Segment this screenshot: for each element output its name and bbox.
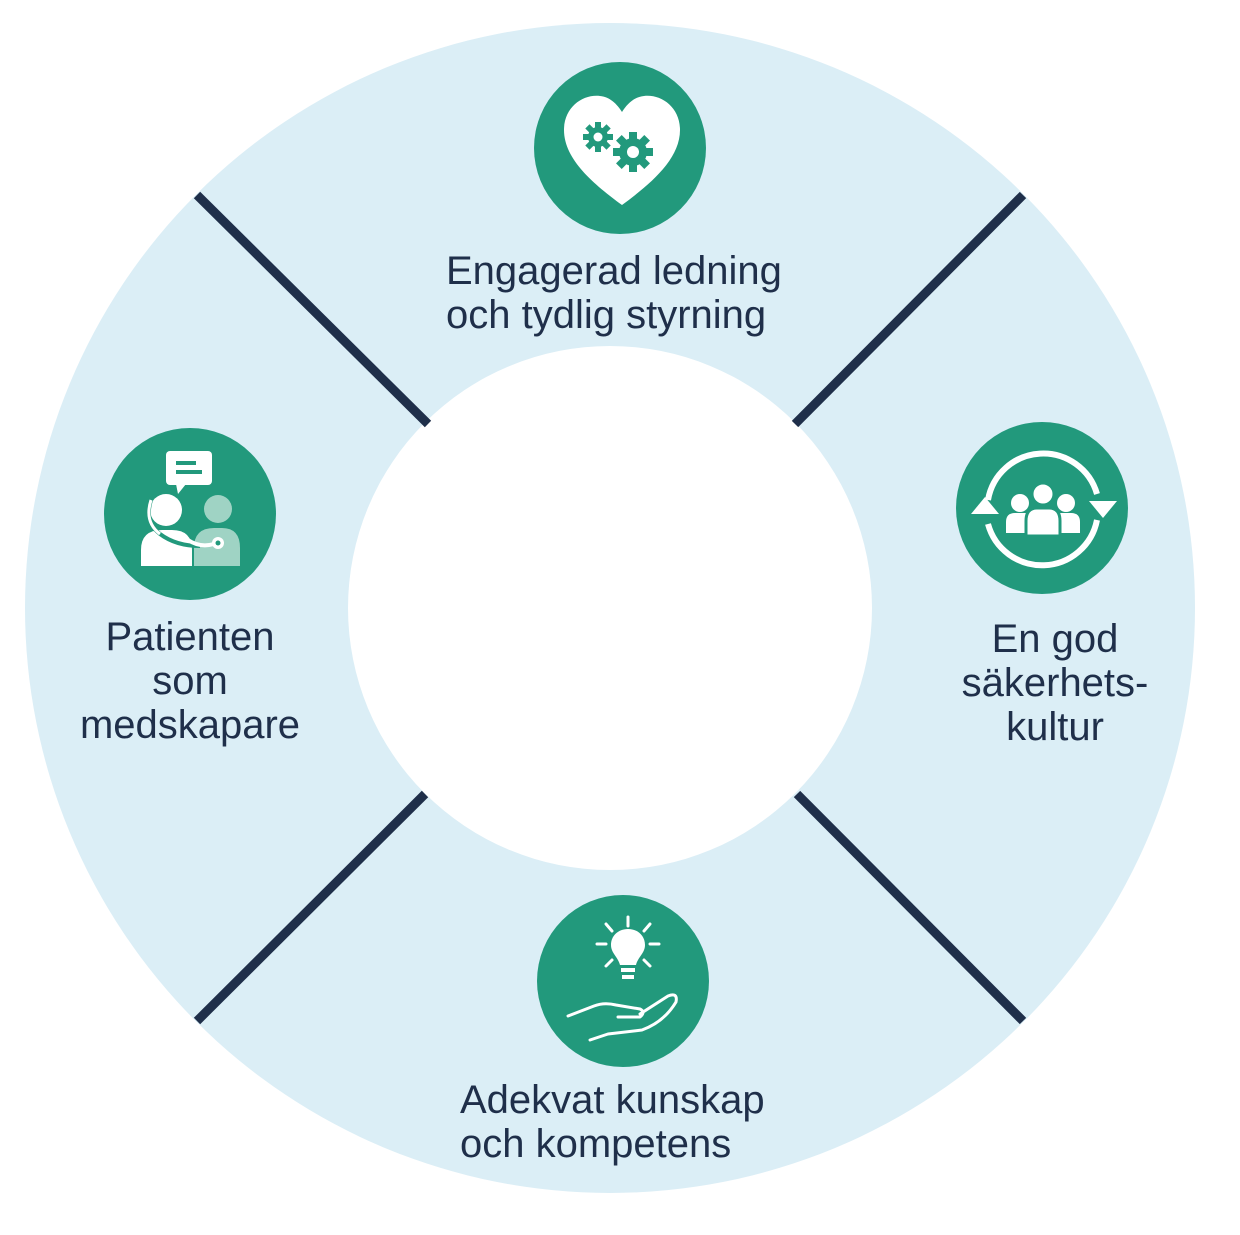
label-line: och kompetens: [460, 1122, 732, 1166]
label-line: som: [152, 659, 228, 703]
doctor-patient-icon: [104, 428, 276, 600]
label-patienten-som-medskapare: Patienten som medskapare: [40, 615, 340, 747]
team-cycle-icon: [956, 422, 1128, 594]
lightbulb-hand-icon: [537, 895, 709, 1067]
divider-bottom-left: [193, 790, 429, 1025]
divider-top-left: [193, 191, 432, 428]
label-line: Patienten: [105, 615, 275, 659]
divider-top-right: [791, 191, 1027, 428]
heart-gears-icon: [534, 62, 706, 234]
label-line: En god: [991, 617, 1119, 661]
label-line: och tydlig styrning: [446, 293, 767, 337]
label-adekvat-kunskap: Adekvat kunskap och kompetens: [460, 1078, 880, 1166]
label-sakerhetskultur: En god säkerhets- kultur: [920, 617, 1190, 749]
divider-bottom-right: [793, 790, 1027, 1025]
label-line: Adekvat kunskap: [460, 1078, 765, 1122]
label-line: kultur: [1006, 705, 1104, 749]
divider-lines: [193, 191, 1027, 1025]
label-line: säkerhets-: [961, 661, 1149, 705]
center-hole: [348, 346, 872, 870]
label-engagerad-ledning: Engagerad ledning och tydlig styrning: [446, 249, 866, 337]
label-line: medskapare: [79, 703, 301, 747]
label-line: Engagerad ledning: [446, 249, 782, 293]
